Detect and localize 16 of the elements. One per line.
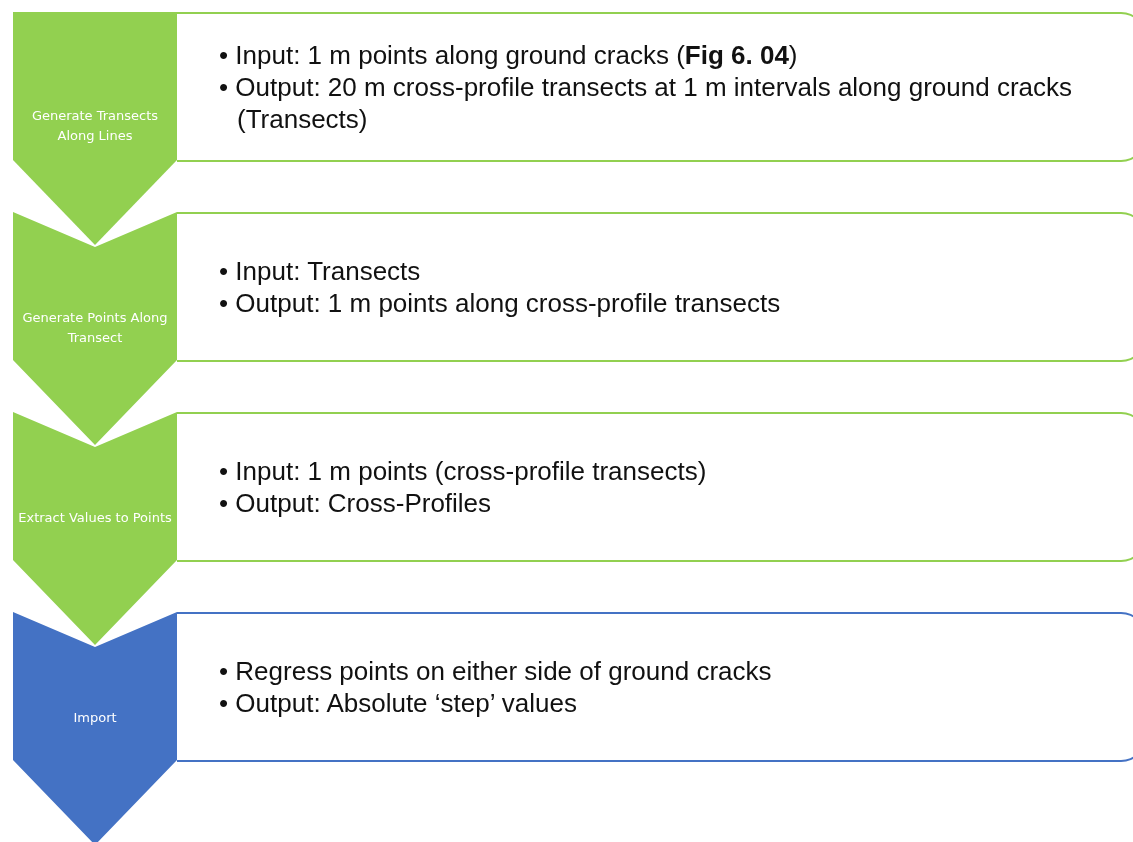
bullet-text: • Output: Absolute ‘step’ values xyxy=(219,687,578,719)
text-box xyxy=(177,612,1133,762)
step-label: Generate Points Along Transect xyxy=(21,309,169,347)
bullet-text: • Output: 1 m points along cross-profile transects xyxy=(219,287,781,319)
bullet-text: • Output: Cross-Profiles xyxy=(219,487,493,519)
step-label: Generate Transects Along Lines xyxy=(30,107,160,145)
bullet-text: • Input: 1 m points (cross-profile transects) xyxy=(219,455,707,487)
text-box xyxy=(177,412,1133,562)
step-label: Extract Values to Points xyxy=(17,509,173,527)
bullet-text: • Regress points on either side of ground cracks xyxy=(219,655,772,687)
bullet-text: • Output: 20 m cross-profile transects at 1 m intervals along ground cracks (Transects) xyxy=(219,71,1074,135)
step-label: Import xyxy=(72,709,118,727)
text-box xyxy=(177,212,1133,362)
bullet-text: • Input: Transects xyxy=(219,255,422,287)
text-box xyxy=(177,12,1133,162)
bullet-text: • Input: 1 m points along ground cracks (Fig 6. 04) xyxy=(219,39,799,71)
